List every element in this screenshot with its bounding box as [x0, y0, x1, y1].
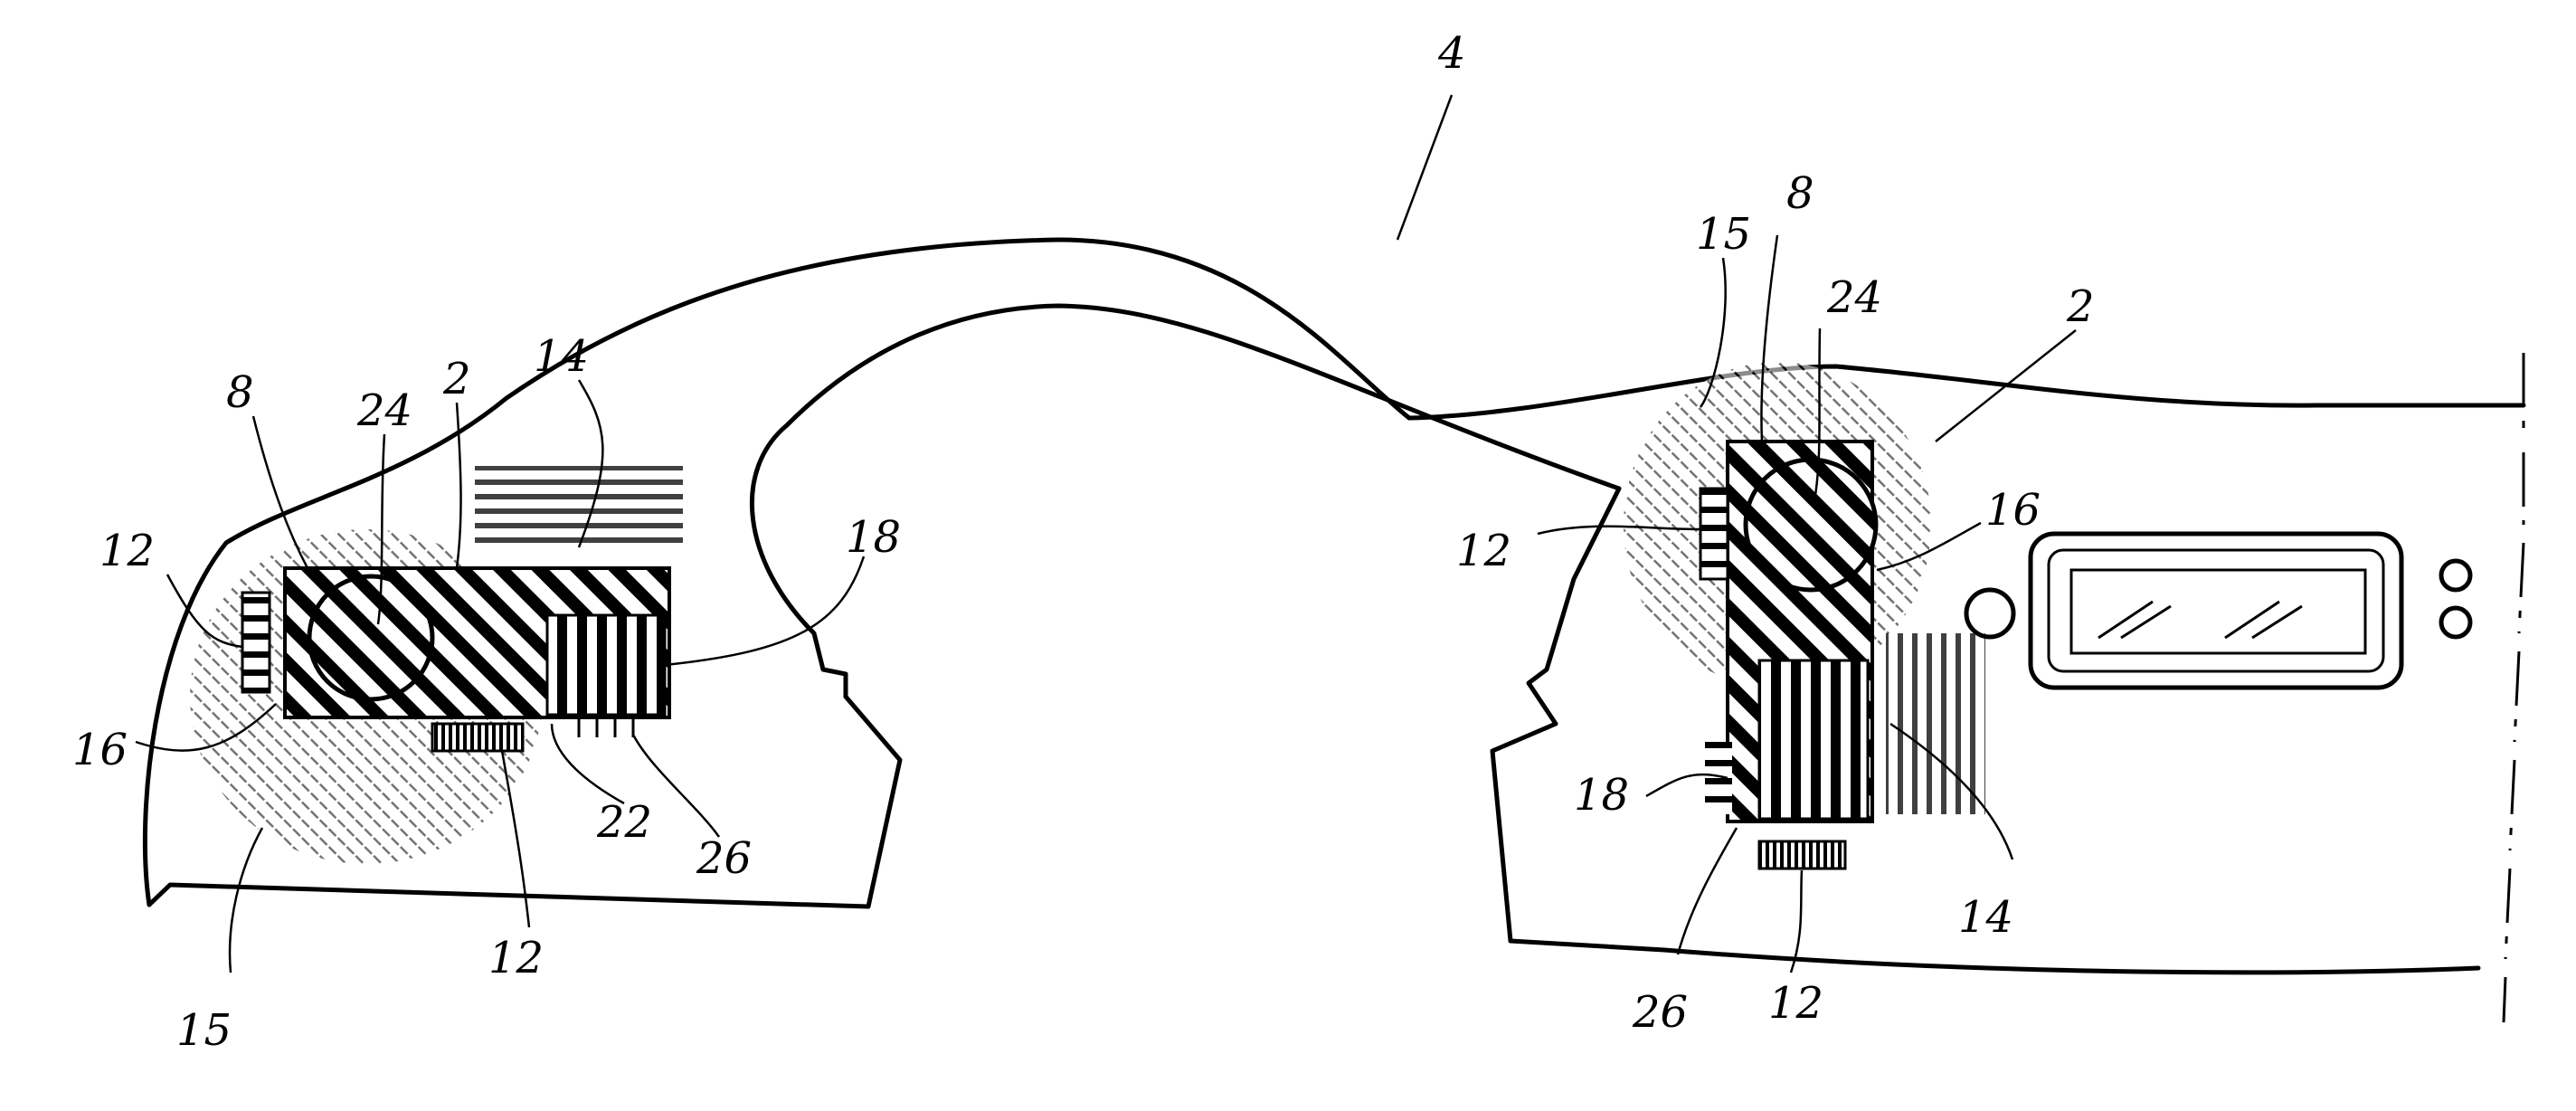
ref-14-left-label: 14: [534, 331, 589, 382]
right-heating-unit: [1624, 362, 1985, 869]
round-knob-small-bottom: [2441, 608, 2470, 637]
ref-16-right-label: 16: [1985, 485, 2041, 536]
ref-2-right-label: 2: [2066, 281, 2095, 332]
left-vent-12-side: [242, 593, 270, 692]
left-grille-area-14: [475, 466, 683, 547]
ref-12-right-side-label: 12: [1456, 526, 1511, 576]
ref-4-label: 4: [1437, 28, 1466, 79]
right-grille-area-14: [1886, 633, 1985, 814]
left-fan-24: [309, 576, 432, 699]
ref-12-left-bottom-label: 12: [488, 933, 544, 983]
ref-26-left-label: 26: [696, 833, 752, 884]
left-vent-12-bottom: [432, 724, 523, 751]
right-side-slats: [1705, 742, 1732, 814]
instrument-display: [2031, 534, 2401, 688]
right-outlet-18: [1759, 660, 1868, 819]
right-vent-12-bottom: [1759, 841, 1845, 869]
ref-8-left-label: 8: [226, 367, 254, 418]
ref-8-right-label: 8: [1786, 168, 1814, 219]
ref-22-left-label: 22: [596, 797, 652, 848]
left-outlet-18: [547, 615, 665, 715]
ref-2-left-label: 2: [442, 354, 471, 404]
round-knob-small-top: [2441, 561, 2470, 590]
ref-16-left-label: 16: [72, 725, 128, 775]
ref-15-right-label: 15: [1696, 209, 1751, 260]
ref-18-left-label: 18: [846, 512, 901, 563]
ref-26-right-label: 26: [1632, 987, 1688, 1038]
right-fan-24: [1746, 460, 1876, 590]
ref-12-right-bottom-label: 12: [1768, 978, 1823, 1029]
ref-24-right-label: 24: [1826, 272, 1882, 323]
round-knob-large: [1966, 590, 2013, 637]
ref-24-left-label: 24: [356, 385, 412, 436]
ref-12-left-side-label: 12: [99, 526, 155, 576]
ref-18-right-label: 18: [1574, 770, 1629, 821]
right-vent-12-side: [1700, 489, 1728, 579]
ref-14-right-label: 14: [1958, 892, 2013, 943]
ref-15-left-label: 15: [176, 1005, 232, 1056]
